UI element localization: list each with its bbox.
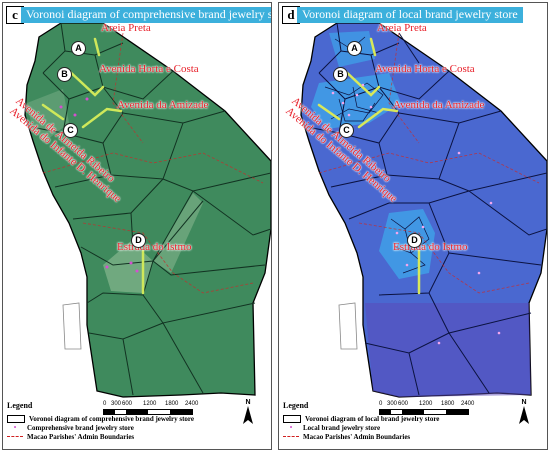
legend-swatch-dashed-line <box>7 436 23 437</box>
legend-swatch-polygon <box>7 414 25 423</box>
map-legend: Legend Voronoi diagram of comprehensive … <box>7 401 194 441</box>
legend-row-boundaries: Macao Parishes' Admin Boundaries <box>283 432 463 441</box>
legend-label-stores: Comprehensive brand jewelry store <box>27 423 134 432</box>
scale-bar-graphic <box>379 409 469 415</box>
legend-label-boundaries: Macao Parishes' Admin Boundaries <box>27 432 135 441</box>
area-marker-c: C <box>63 123 78 138</box>
scale-tick: 300 <box>111 401 122 407</box>
area-marker-b: B <box>333 67 348 82</box>
map-panel-d: d Voronoi diagram of local brand jewelry… <box>278 2 548 450</box>
legend-row-stores: • Local brand jewelry store <box>283 423 463 432</box>
north-arrow-icon: N <box>241 399 255 425</box>
scale-tick: 600 <box>398 401 409 407</box>
scale-tick: 2400 <box>185 401 199 407</box>
scale-tick: 600 <box>122 401 133 407</box>
north-label: N <box>245 399 251 406</box>
map-title: Voronoi diagram of comprehensive brand j… <box>21 7 271 23</box>
scale-bar: 0 300 600 1200 1800 2400 <box>103 401 198 415</box>
area-marker-d: D <box>131 233 146 248</box>
legend-row-voronoi: Voronoi diagram of comprehensive brand j… <box>7 414 194 423</box>
voronoi-map-c <box>24 22 271 398</box>
north-arrow-icon: N <box>517 399 531 425</box>
street-label-amizade: Avenida da Amizade <box>117 99 209 111</box>
street-label-estrada-istmo: Estrada do Istmo <box>117 241 192 253</box>
north-label: N <box>521 399 527 406</box>
legend-label-voronoi: Voronoi diagram of comprehensive brand j… <box>29 414 195 423</box>
legend-swatch-dot: • <box>289 423 293 432</box>
street-label-estrada-istmo: Estrada do Istmo <box>393 241 468 253</box>
street-label-horta-costa: Avenida Horta e Costa <box>375 63 475 75</box>
map-legend: Legend Voronoi diagram of local brand je… <box>283 401 463 441</box>
legend-title: Legend <box>7 401 33 410</box>
scale-tick: 1800 <box>441 401 455 407</box>
panel-label: d <box>282 6 300 24</box>
scale-tick: 1800 <box>165 401 179 407</box>
voronoi-map-d <box>300 22 547 398</box>
legend-row-stores: • Comprehensive brand jewelry store <box>7 423 187 432</box>
legend-swatch-dot: • <box>13 423 17 432</box>
area-marker-b: B <box>57 67 72 82</box>
scale-bar: 0 300 600 1200 1800 2400 <box>379 401 474 415</box>
legend-title: Legend <box>283 401 309 410</box>
scale-bar-graphic <box>103 409 193 415</box>
street-label-areia-preta: Areia Preta <box>101 22 151 34</box>
legend-row-boundaries: Macao Parishes' Admin Boundaries <box>7 432 187 441</box>
scale-tick: 1200 <box>419 401 433 407</box>
area-marker-c: C <box>339 123 354 138</box>
scale-tick: 0 <box>379 401 383 407</box>
map-title: Voronoi diagram of local brand jewelry s… <box>297 7 523 23</box>
street-label-horta-costa: Avenida Horta e Costa <box>99 63 199 75</box>
area-marker-a: A <box>347 41 362 56</box>
area-marker-d: D <box>407 233 422 248</box>
map-panel-c: c Voronoi diagram of comprehensive brand… <box>2 2 272 450</box>
legend-swatch-dashed-line <box>283 436 299 437</box>
legend-label-stores: Local brand jewelry store <box>303 423 381 432</box>
scale-tick: 1200 <box>143 401 157 407</box>
street-label-amizade: Avenida da Amizade <box>393 99 485 111</box>
scale-tick: 300 <box>387 401 398 407</box>
area-marker-a: A <box>71 41 86 56</box>
legend-label-voronoi: Voronoi diagram of local brand jewelry s… <box>305 414 440 423</box>
street-label-areia-preta: Areia Preta <box>377 22 427 34</box>
legend-swatch-polygon <box>283 414 301 423</box>
scale-tick: 2400 <box>461 401 475 407</box>
scale-tick: 0 <box>103 401 107 407</box>
legend-row-voronoi: Voronoi diagram of local brand jewelry s… <box>283 414 463 423</box>
legend-label-boundaries: Macao Parishes' Admin Boundaries <box>303 432 411 441</box>
